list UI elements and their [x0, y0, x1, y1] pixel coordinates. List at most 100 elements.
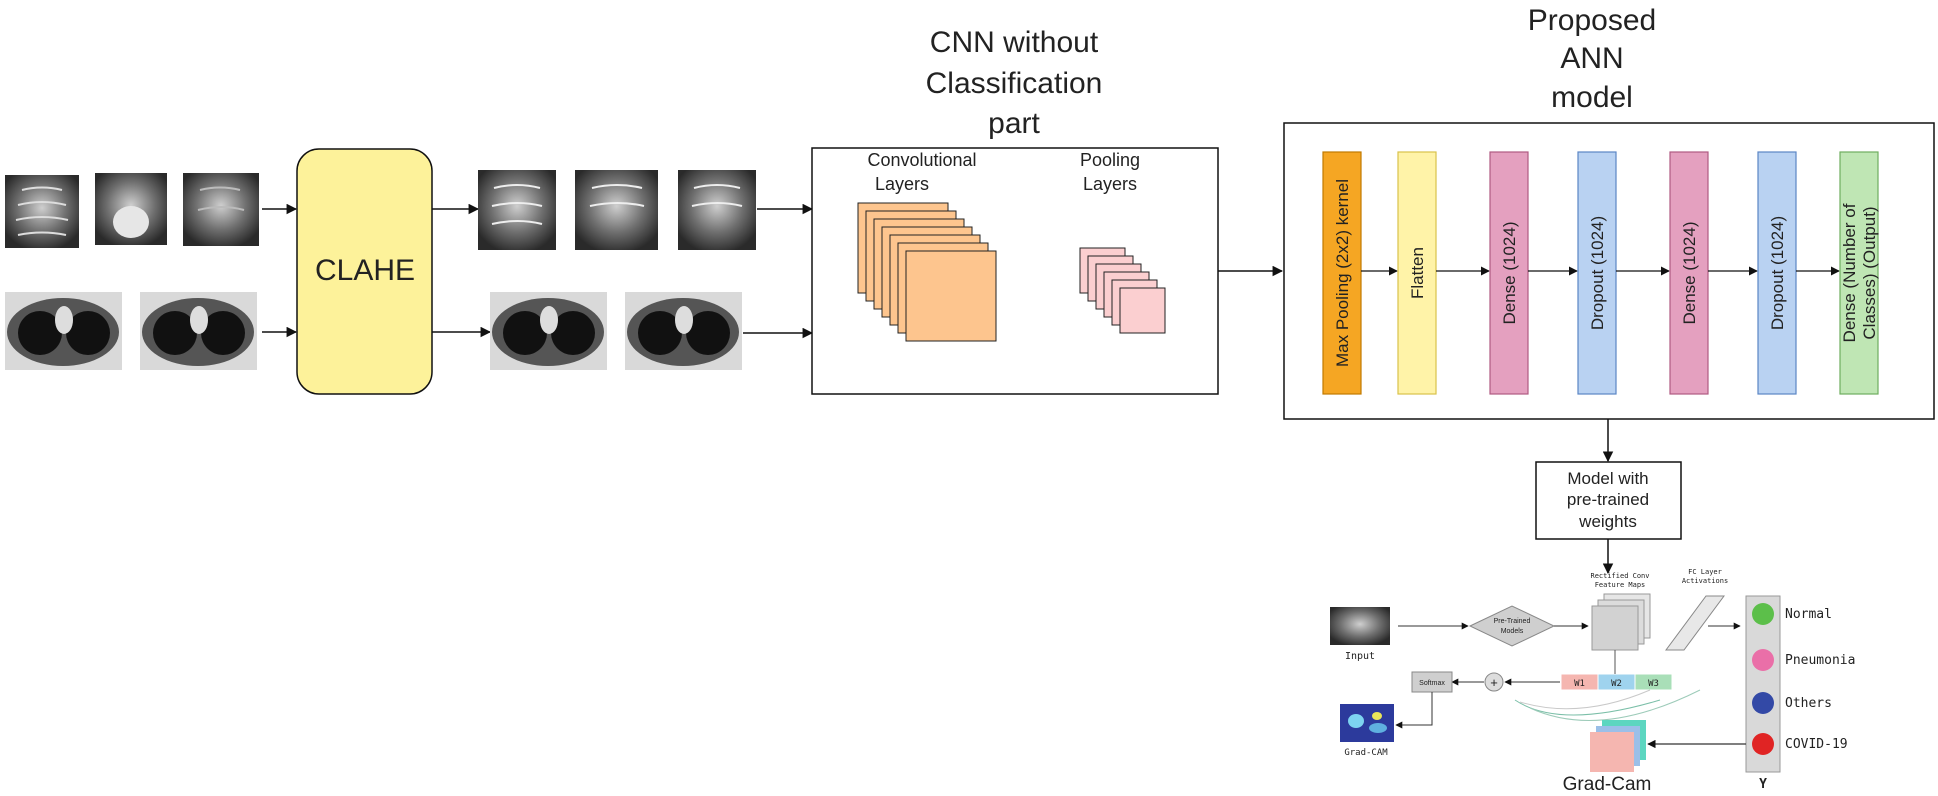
ann-layer-label: Dense (1024)	[1680, 221, 1699, 324]
fc-activations-label: FC Layer	[1688, 568, 1722, 576]
plus-label: +	[1490, 675, 1498, 690]
pool-layers-label: Pooling	[1080, 150, 1140, 170]
class-label: Others	[1785, 696, 1832, 711]
ann-layer-sequence: Max Pooling (2x2) kernel Flatten Dense (10…	[1322, 151, 1879, 395]
class-dot	[1752, 692, 1774, 714]
pretrained-label-line: pre-trained	[1567, 490, 1649, 509]
ann-layer-box	[1839, 151, 1879, 395]
enhanced-xray-images	[478, 170, 756, 250]
conv-layers-label: Convolutional	[867, 150, 976, 170]
input-ct-images	[5, 292, 257, 370]
ann-layer: Dropout (1024)	[1577, 151, 1617, 395]
cnn-title-line: Classification	[926, 67, 1103, 100]
pretrained-label-line: weights	[1578, 512, 1637, 531]
gradcam-output-stack	[1590, 720, 1646, 772]
ann-block: Max Pooling (2x2) kernel Flatten Dense (10…	[1283, 122, 1935, 420]
class-item: Normal	[1752, 603, 1832, 625]
cnn-title-line: CNN without	[930, 26, 1099, 59]
gradcam-small-label: Grad-CAM	[1344, 748, 1388, 758]
ann-layer: Max Pooling (2x2) kernel	[1322, 151, 1362, 395]
ann-layer-label: Flatten	[1408, 247, 1427, 299]
plus-node: +	[1484, 672, 1504, 692]
cnn-title-line: part	[988, 107, 1040, 140]
class-label: Pneumonia	[1785, 653, 1855, 668]
cnn-title: CNN without Classification part	[926, 26, 1103, 140]
feature-maps-label: Rectified Conv	[1590, 572, 1649, 580]
ann-layer-label: Max Pooling (2x2) kernel	[1333, 179, 1352, 367]
feature-maps-stack	[1591, 593, 1651, 651]
ann-layer-box	[1757, 151, 1797, 395]
ann-layer-label: Dropout (1024)	[1768, 216, 1787, 330]
xray-image	[478, 170, 556, 250]
ann-layer: Flatten	[1397, 151, 1437, 395]
pretrained-weights-block: Model with pre-trained weights	[1535, 461, 1682, 540]
weights-row: W1 W2 W3	[1560, 673, 1673, 691]
weight-label: W3	[1648, 679, 1659, 689]
clahe-label: CLAHE	[315, 254, 415, 287]
class-dot	[1752, 603, 1774, 625]
class-item: COVID-19	[1752, 733, 1848, 755]
gradcam-big-label: Grad-Cam	[1563, 774, 1652, 795]
pretrained-label-line: Model with	[1567, 469, 1648, 488]
pool-layer-stack	[1079, 247, 1166, 334]
gradcam-section: Input Pre-Trained Models Rectified Conv …	[1330, 568, 1855, 795]
gradcam-heatmap-image	[1340, 704, 1394, 742]
input-label: Input	[1345, 651, 1375, 662]
conv-layer-stack	[857, 202, 997, 342]
gradcam-input-image	[1330, 607, 1390, 645]
pretrained-models-label: Models	[1501, 628, 1524, 635]
fc-layer-bar	[1665, 595, 1725, 651]
fc-activations-label: Activations	[1682, 577, 1728, 585]
pretrained-models-node: Pre-Trained Models	[1468, 605, 1556, 647]
ann-layer-box	[1489, 151, 1529, 395]
ann-layer: Dropout (1024)	[1757, 151, 1797, 395]
conv-layers-label: Layers	[875, 174, 929, 194]
enhanced-ct-images	[490, 292, 742, 370]
softmax-label: Softmax	[1419, 680, 1445, 687]
clahe-block: CLAHE	[296, 148, 433, 395]
ann-layer-box	[1322, 151, 1362, 395]
xray-image	[183, 173, 259, 246]
ann-title-line: ANN	[1560, 42, 1623, 75]
class-item: Others	[1752, 692, 1832, 714]
input-xray-images	[5, 173, 259, 248]
xray-image	[5, 175, 79, 248]
ann-layer: Dense (1024)	[1489, 151, 1529, 395]
ct-image	[5, 292, 122, 370]
weight-label: W1	[1574, 679, 1585, 689]
xray-image	[575, 170, 658, 250]
ann-layer-label: Dropout (1024)	[1588, 216, 1607, 330]
ann-title-line: Proposed	[1528, 4, 1656, 37]
y-label: Y	[1759, 777, 1767, 792]
ann-layer-box	[1577, 151, 1617, 395]
xray-image	[95, 173, 167, 245]
pool-layers-label: Layers	[1083, 174, 1137, 194]
ann-title-line: model	[1551, 81, 1633, 114]
class-label: COVID-19	[1785, 737, 1848, 752]
conv-layer	[905, 250, 997, 342]
pool-layer	[1119, 287, 1166, 334]
cnn-block: Convolutional Layers Pooling Layers	[811, 147, 1219, 395]
ann-layer: Dense (1024)	[1669, 151, 1709, 395]
feature-maps-label: Feature Maps	[1595, 581, 1646, 589]
class-item: Pneumonia	[1752, 649, 1855, 671]
ct-image	[140, 292, 257, 370]
ct-image	[625, 292, 742, 370]
xray-image	[678, 170, 756, 250]
class-label: Normal	[1785, 607, 1832, 622]
ann-layer-box	[1669, 151, 1709, 395]
ann-title: Proposed ANN model	[1528, 4, 1656, 114]
weight-cell	[1634, 673, 1673, 691]
weight-label: W2	[1611, 679, 1622, 689]
class-dot	[1752, 733, 1774, 755]
ann-layer: Dense (Number ofClasses) (Output)	[1839, 151, 1879, 395]
ct-image	[490, 292, 607, 370]
ann-layer-label: Dense (Number ofClasses) (Output)	[1840, 203, 1879, 342]
class-dot	[1752, 649, 1774, 671]
softmax-node: Softmax	[1411, 671, 1453, 693]
pretrained-models-label: Pre-Trained	[1494, 618, 1531, 625]
ann-layer-label: Dense (1024)	[1500, 221, 1519, 324]
